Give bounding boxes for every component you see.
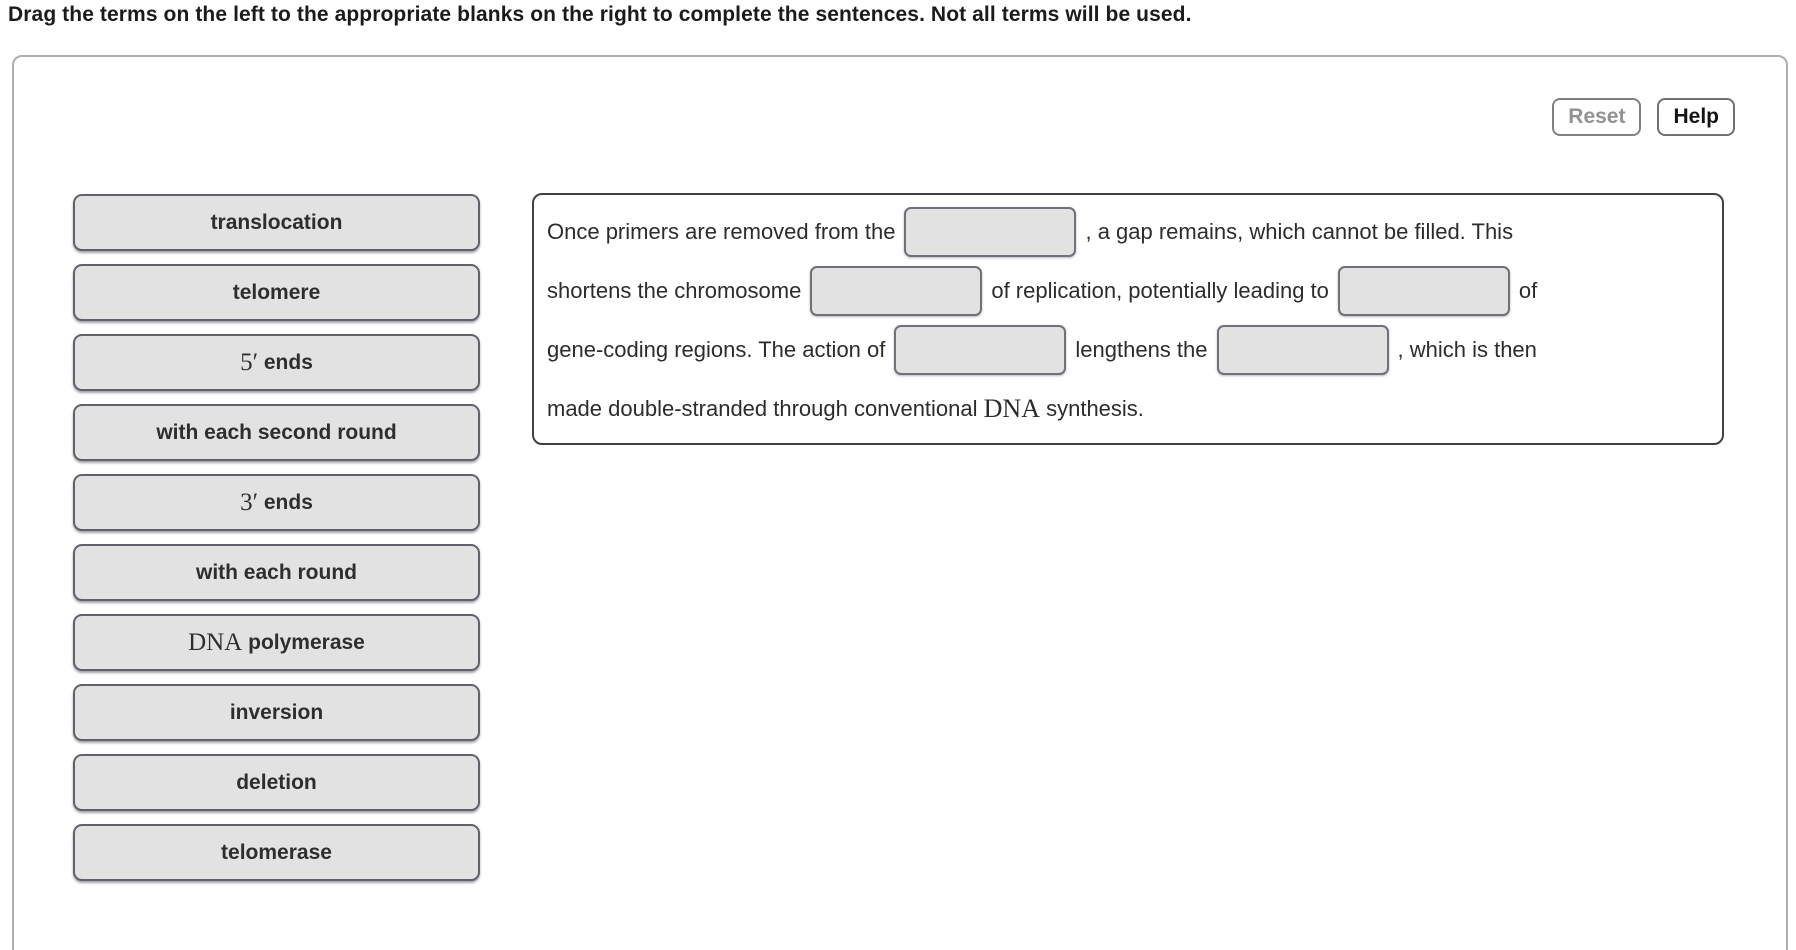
term-telomere[interactable]: telomere — [73, 264, 480, 321]
sentence-lines: Once primers are removed from the , a gap… — [547, 202, 1712, 438]
term-label-math: 3′ — [240, 488, 259, 516]
term-label: ends — [258, 490, 313, 514]
sentence-text: Once primers are removed from the — [547, 218, 896, 244]
term-label: deletion — [236, 770, 317, 794]
sentence-text: , a gap remains, which cannot be filled.… — [1085, 218, 1514, 244]
drop-blank-2[interactable] — [810, 265, 983, 316]
terms-list: translocation telomere 5′ ends with each se… — [73, 194, 480, 894]
sentence-math-text: DNA — [983, 393, 1040, 423]
term-with-each-second-round[interactable]: with each second round — [73, 404, 480, 461]
sentence-line: Once primers are removed from the , a gap… — [547, 202, 1712, 261]
sentence-line: made double-stranded through conventiona… — [547, 379, 1712, 438]
term-telomerase[interactable]: telomerase — [73, 824, 480, 881]
sentence-line: gene-coding regions. The action of length… — [547, 320, 1712, 379]
sentence-text: of replication, potentially leading to — [991, 277, 1329, 303]
instruction-text: Drag the terms on the left to the approp… — [8, 3, 1192, 26]
term-label: polymerase — [242, 630, 365, 654]
term-translocation[interactable]: translocation — [73, 194, 480, 251]
term-label-math: DNA — [188, 628, 243, 656]
term-3-prime-ends[interactable]: 3′ ends — [73, 474, 480, 531]
toolbar: Reset Help — [1552, 98, 1735, 136]
sentence-text: shortens the chromosome — [547, 277, 802, 303]
term-inversion[interactable]: inversion — [73, 684, 480, 741]
drop-blank-5[interactable] — [1216, 324, 1389, 375]
term-deletion[interactable]: deletion — [73, 754, 480, 811]
term-label: with each second round — [156, 420, 397, 444]
drop-blank-4[interactable] — [894, 324, 1067, 375]
term-label: telomere — [232, 280, 321, 304]
term-label: with each round — [195, 560, 357, 584]
term-with-each-round[interactable]: with each round — [73, 544, 480, 601]
term-label: translocation — [210, 210, 343, 234]
sentence-text: synthesis. — [1039, 395, 1144, 421]
term-label: telomerase — [221, 840, 332, 864]
exercise-panel: Reset Help translocation telomere 5′ ends w… — [12, 55, 1788, 950]
term-dna-polymerase[interactable]: DNA polymerase — [73, 614, 480, 671]
help-button[interactable]: Help — [1657, 98, 1735, 136]
sentence-text: , which is then — [1397, 336, 1537, 362]
term-label-math: 5′ — [240, 348, 259, 376]
drop-blank-1[interactable] — [904, 206, 1077, 257]
sentence-text: of — [1518, 277, 1538, 303]
sentence-text: gene-coding regions. The action of — [547, 336, 886, 362]
term-5-prime-ends[interactable]: 5′ ends — [73, 334, 480, 391]
sentence-text: lengthens the — [1075, 336, 1208, 362]
term-label: inversion — [229, 700, 324, 724]
term-label: ends — [258, 350, 313, 374]
sentence-line: shortens the chromosome of replication, p… — [547, 261, 1712, 320]
drop-blank-3[interactable] — [1337, 265, 1510, 316]
sentence-text: made double-stranded through conventiona… — [547, 395, 984, 421]
reset-button[interactable]: Reset — [1552, 98, 1642, 136]
sentence-panel: Once primers are removed from the , a gap… — [532, 193, 1724, 445]
